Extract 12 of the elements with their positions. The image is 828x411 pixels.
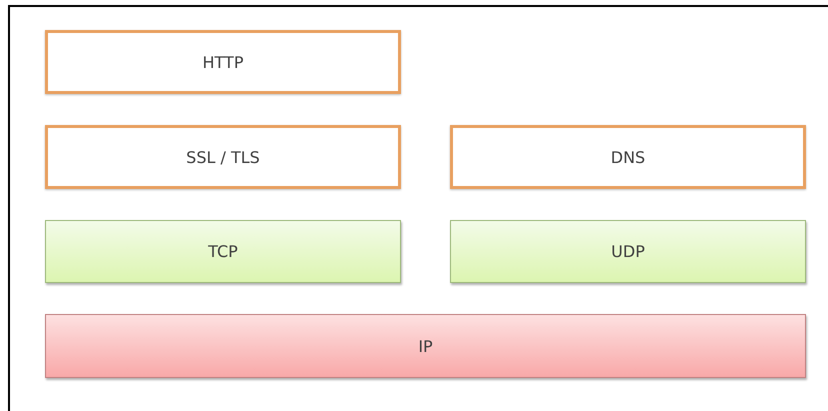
protocol-label: HTTP [202,52,244,72]
transport-layer-box [45,220,401,283]
transport-layer-box [450,220,806,283]
protocol-label: TCP [208,242,238,261]
protocol-label: DNS [610,148,646,166]
protocol-label: UDP [611,242,645,261]
protocol-box [45,30,401,94]
network-layer-bar [45,314,806,378]
protocol-box [45,125,401,189]
protocol-label: SSL / TLS [186,148,260,166]
protocol-box [450,125,806,189]
protocol-label: IP [418,336,433,356]
